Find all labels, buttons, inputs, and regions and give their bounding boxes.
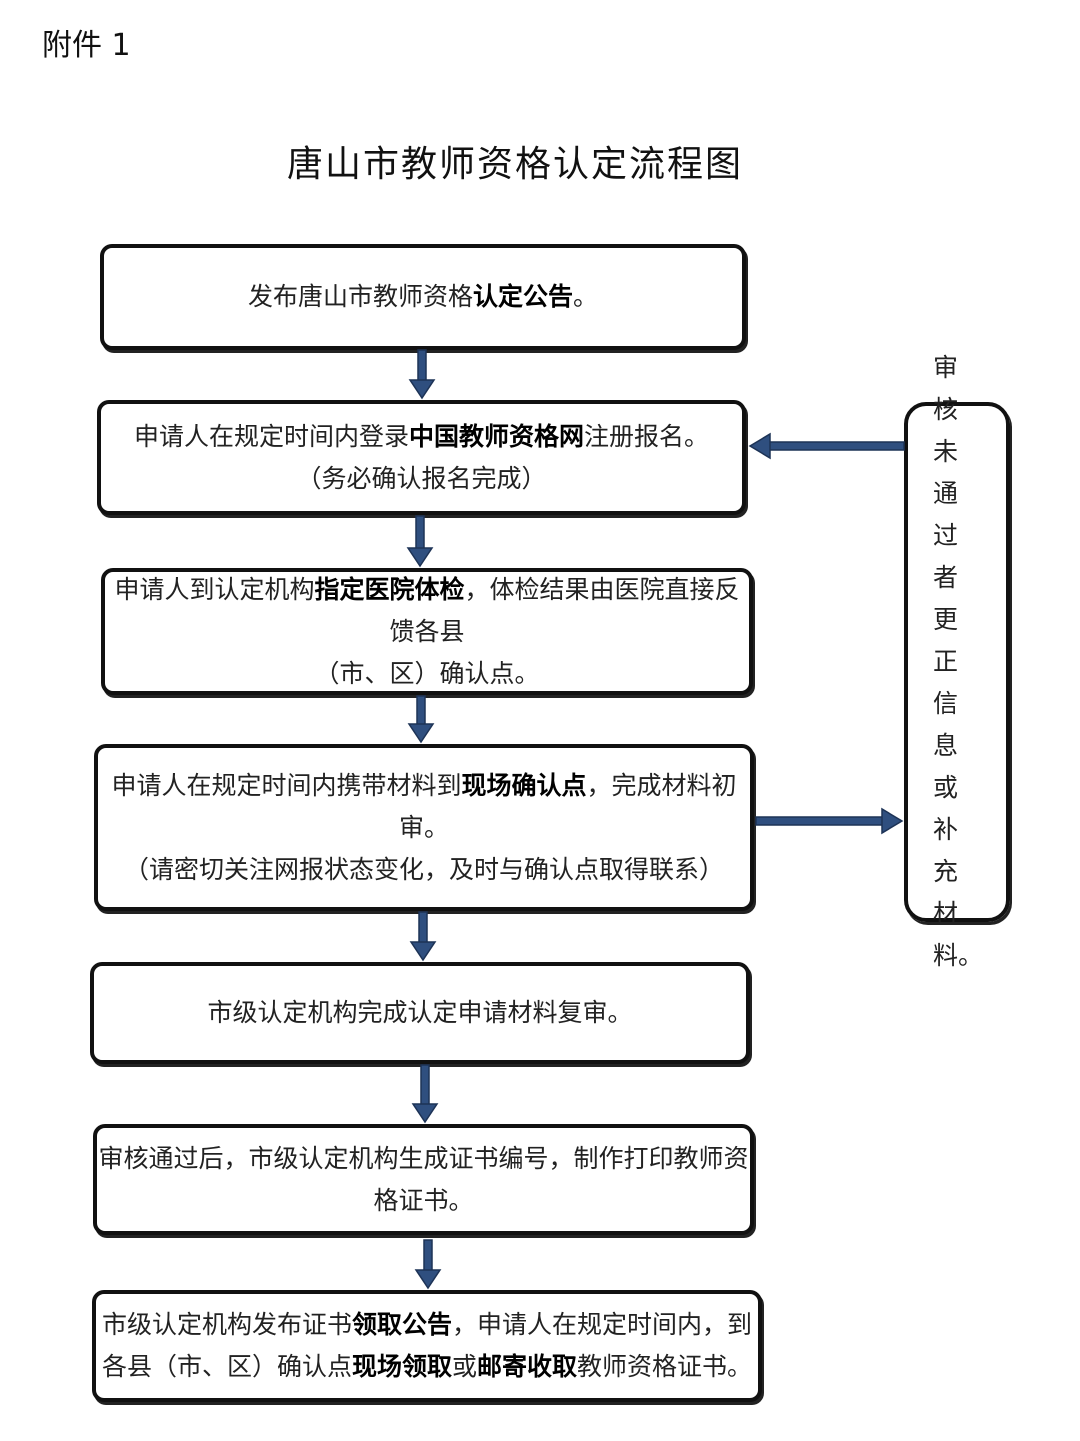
feedback-text: 审核未通过者更正信息或补充材料。	[933, 353, 984, 970]
step-4-note: （请密切关注网报状态变化，及时与确认点取得联系）	[123, 854, 724, 884]
flow-step-5: 市级认定机构完成认定申请材料复审。	[90, 962, 750, 1064]
flow-step-7: 市级认定机构发布证书领取公告，申请人在规定时间内，到 各县（市、区）确认点现场领…	[92, 1290, 762, 1402]
step-6-text: 审核通过后，市级认定机构生成证书编号，制作打印教师资格证书。	[98, 1143, 749, 1215]
arrow-down-6	[414, 1239, 442, 1290]
flow-step-3: 申请人到认定机构指定医院体检，体检结果由医院直接反馈各县 （市、区）确认点。	[101, 568, 753, 695]
flow-step-1: 发布唐山市教师资格认定公告。	[100, 244, 746, 350]
arrow-back-to-step-2	[748, 432, 905, 460]
arrow-down-2	[406, 515, 434, 568]
arrow-down-5	[411, 1064, 439, 1124]
step-3-note: （市、区）确认点。	[314, 658, 540, 688]
step-7-note: 各县（市、区）确认点现场领取或邮寄收取教师资格证书。	[101, 1352, 753, 1381]
step-5-text: 市级认定机构完成认定申请材料复审。	[207, 998, 633, 1027]
step-4-text: 申请人在规定时间内携带材料到现场确认点，完成材料初审。	[111, 770, 737, 842]
arrow-down-1	[408, 349, 436, 400]
flow-step-6: 审核通过后，市级认定机构生成证书编号，制作打印教师资格证书。	[93, 1124, 754, 1235]
arrow-down-4	[409, 911, 437, 962]
feedback-box: 审核未通过者更正信息或补充材料。	[904, 353, 1010, 970]
page-title: 唐山市教师资格认定流程图	[286, 144, 743, 185]
arrow-down-3	[407, 695, 435, 744]
attachment-label: 附件 1	[42, 28, 131, 63]
step-7-text: 市级认定机构发布证书领取公告，申请人在规定时间内，到	[101, 1310, 753, 1339]
step-2-text: 申请人在规定时间内登录中国教师资格网注册报名。	[133, 421, 710, 451]
flow-step-2: 申请人在规定时间内登录中国教师资格网注册报名。 （务必确认报名完成）	[97, 400, 746, 515]
step-2-note: （务必确认报名完成）	[296, 463, 547, 493]
step-3-text: 申请人到认定机构指定医院体检，体检结果由医院直接反馈各县	[114, 574, 740, 646]
arrow-to-feedback	[755, 807, 904, 835]
flow-step-4: 申请人在规定时间内携带材料到现场确认点，完成材料初审。 （请密切关注网报状态变化…	[94, 744, 754, 911]
step-1-text: 发布唐山市教师资格认定公告。	[247, 282, 599, 311]
